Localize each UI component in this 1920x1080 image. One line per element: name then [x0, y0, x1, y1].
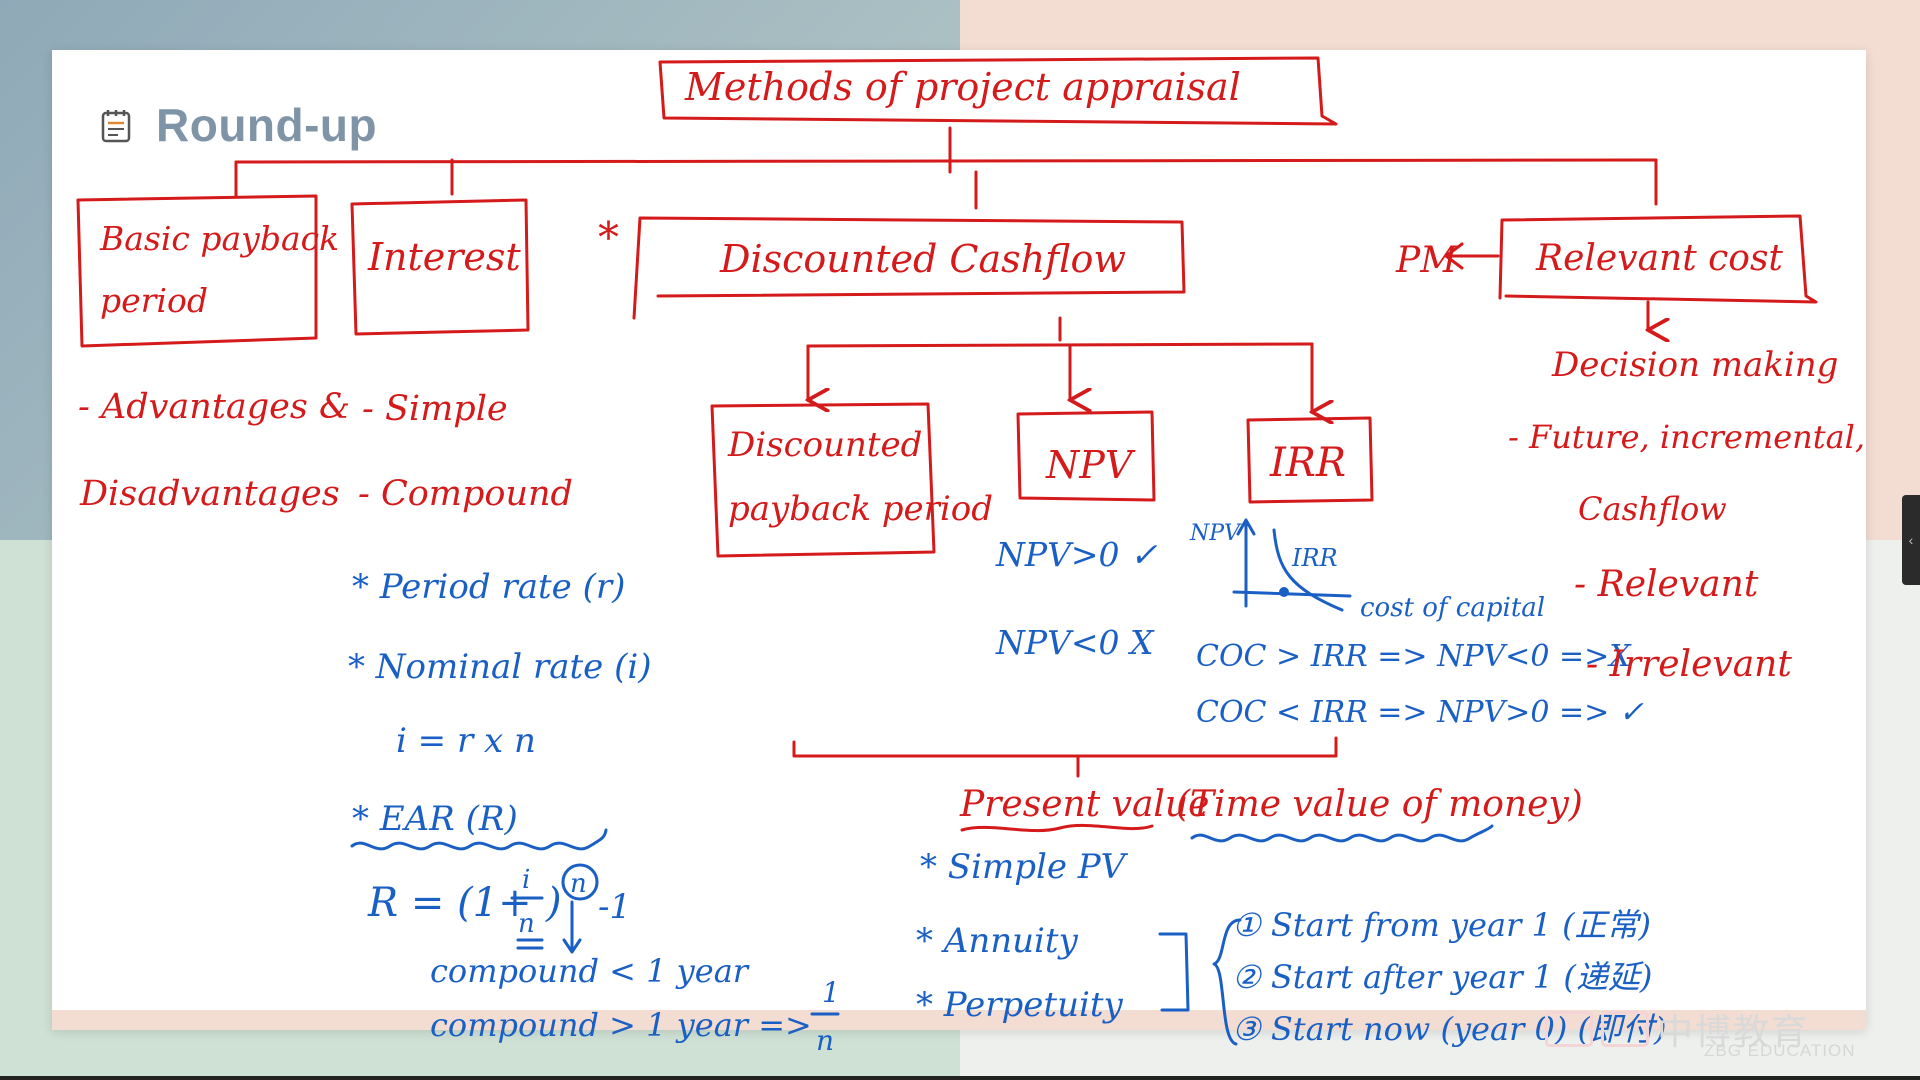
interest-title: Interest [367, 235, 521, 279]
pv-link-bracket [1158, 932, 1190, 1012]
dcf-children-bar [806, 342, 1314, 348]
pv-bracket [792, 736, 1338, 758]
slide-bottom-strip [52, 1010, 1866, 1030]
relevant-box [1498, 214, 1818, 304]
interest-note-compound: - Compound [358, 474, 573, 514]
dcf-title: Discounted Cashflow [719, 237, 1126, 281]
ear-formula-left: R = (1+ [367, 880, 532, 926]
chevron-left-icon: ‹ [1908, 532, 1914, 548]
relevant-note-relevant: - Relevant [1574, 564, 1759, 605]
npv-box [1016, 410, 1156, 502]
watermark-en: ZBG EDUCATION [1704, 1041, 1856, 1060]
irr-label: IRR [1269, 440, 1346, 486]
relevant-title: Relevant cost [1535, 238, 1783, 279]
interest-box [350, 198, 530, 336]
node-interest: Interest - Simple - Compound * Period ra… [348, 198, 840, 1057]
notes-icon [101, 110, 131, 143]
root-branch-bar [234, 158, 1658, 164]
watermark-cn: 中博教育 [1657, 1012, 1810, 1053]
ear-note: * EAR (R) [352, 799, 518, 839]
node-present-value: Present value (Time value of money) * Si… [792, 736, 1667, 1048]
pm-label: PM [1395, 240, 1458, 281]
root-node: Methods of project appraisal [658, 56, 1338, 126]
interest-note-simple: - Simple [362, 389, 508, 429]
relevant-note-cashflow: Cashflow [1578, 490, 1727, 528]
root-label: Methods of project appraisal [684, 65, 1241, 109]
irr-graph: NPV IRR cost of capital [1189, 518, 1545, 623]
pv-start-2: ② Start after year 1 (递延) [1232, 958, 1652, 996]
tree-connectors [234, 126, 1658, 210]
watermark-box-icon [1545, 1011, 1593, 1047]
decision-label: Decision making [1551, 345, 1838, 385]
pv-item-simple: * Simple PV [920, 847, 1129, 887]
pv-title-underline [960, 823, 1154, 833]
node-relevant-cost: PM Relevant cost Decision making - Futur… [1395, 214, 1865, 685]
ear-underline [350, 828, 608, 851]
page-title: Round-up [156, 99, 378, 151]
dpp-line2: payback period [728, 489, 993, 529]
ear-close-paren: ) [545, 880, 562, 926]
root-box [658, 56, 1338, 126]
ear-exponent-circle [561, 863, 599, 901]
pv-start-3: ③ Start now (year 0) (即付) [1232, 1010, 1667, 1048]
pv-title: Present value [959, 784, 1209, 825]
basic-note-2: Disadvantages [79, 474, 340, 514]
pv-subtitle-underline [1190, 824, 1494, 843]
arrow-to-pm [1444, 242, 1500, 270]
npv-label: NPV [1045, 443, 1136, 487]
relevant-note-future: - Future, incremental, [1508, 418, 1865, 456]
irr-curve-label: IRR [1291, 544, 1338, 572]
npv-note-negative: NPV<0 X [995, 623, 1155, 662]
dcf-star: * [598, 213, 619, 262]
node-basic-payback: Basic payback period - Advantages & Disa… [76, 194, 350, 514]
frac-num: 1 [822, 976, 840, 1009]
ear-formula-num: i [522, 865, 530, 895]
pv-item-annuity: * Annuity [916, 921, 1079, 961]
compound-less-note: compound < 1 year [430, 952, 750, 990]
compound-more-note: compound > 1 year => [430, 1006, 812, 1044]
watermark-logo: 中博教育 [1545, 1003, 1809, 1055]
ear-equals-mark [516, 938, 544, 950]
node-dcf: * Discounted Cashflow Discounted payback… [598, 213, 1644, 730]
basic-box [76, 194, 318, 348]
dcf-box [632, 216, 1186, 320]
irr-note-2: COC < IRR => NPV>0 => ✓ [1196, 695, 1644, 730]
pv-start-brace [1212, 918, 1242, 1046]
slide-header: Round-up [96, 98, 377, 152]
basic-title-line2: period [100, 281, 208, 320]
pv-subtitle: (Time value of money) [1176, 784, 1583, 825]
dpp-box [710, 402, 936, 558]
irr-x-axis [1232, 590, 1352, 598]
nominal-rate-note: * Nominal rate (i) [348, 647, 652, 687]
ear-formula-den: n [518, 909, 535, 939]
watermark-box-icon [1601, 1011, 1649, 1047]
ear-formula-right: -1 [598, 887, 631, 927]
relevant-note-irrelevant: - Irrelevant [1586, 644, 1792, 685]
irr-point [1279, 587, 1289, 597]
irr-note-1: COC > IRR => NPV<0 =>X [1196, 639, 1632, 674]
dpp-line1: Discounted [727, 425, 922, 465]
ear-exponent-arrow [562, 900, 582, 954]
bottom-bar [0, 1076, 1920, 1080]
pv-start-1: ① Start from year 1 (正常) [1232, 906, 1651, 944]
slide-canvas [52, 50, 1866, 1030]
irr-x-label: cost of capital [1360, 593, 1545, 623]
period-rate-note: * Period rate (r) [352, 567, 625, 607]
side-panel-toggle[interactable]: ‹ [1902, 495, 1920, 585]
ear-formula-exp: n [570, 869, 587, 899]
irr-y-label: NPV [1189, 521, 1242, 546]
basic-note-1: - Advantages & [78, 387, 350, 427]
pv-item-perpetuity: * Perpetuity [916, 985, 1124, 1025]
irr-curve [1272, 528, 1344, 612]
frac-den: n [816, 1024, 834, 1057]
basic-title-line1: Basic payback [99, 219, 339, 258]
npv-note-positive: NPV>0 ✓ [995, 535, 1158, 574]
nominal-formula: i = r x n [396, 721, 536, 761]
irr-box [1246, 416, 1374, 504]
